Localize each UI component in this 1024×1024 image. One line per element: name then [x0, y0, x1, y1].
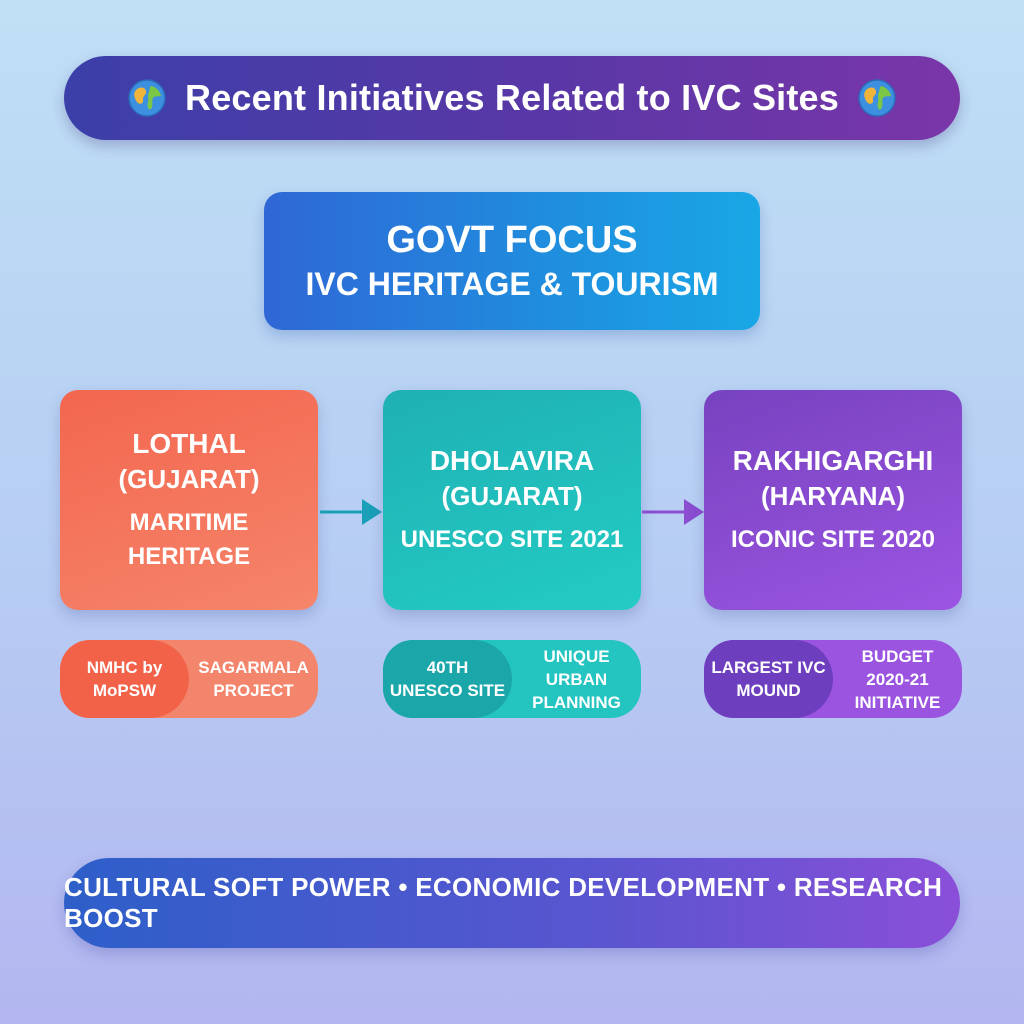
footer-banner: CULTURAL SOFT POWER • ECONOMIC DEVELOPME… [64, 858, 960, 948]
globe-icon [858, 79, 896, 117]
site-card-dholavira: DHOLAVIRA (GUJARAT) UNESCO SITE 2021 [383, 390, 641, 610]
tag-left: 40TH UNESCO SITE [383, 640, 512, 718]
title-banner: Recent Initiatives Related to IVC Sites [64, 56, 960, 140]
focus-subtitle: IVC HERITAGE & TOURISM [305, 266, 719, 302]
tag-pill-lothal: NMHC by MoPSW SAGARMALA PROJECT [60, 640, 318, 718]
site-name: LOTHAL [132, 428, 246, 459]
tag-left: LARGEST IVC MOUND [704, 640, 833, 718]
site-card-lothal: LOTHAL (GUJARAT) MARITIME HERITAGE [60, 390, 318, 610]
site-card-rakhigarhi: RAKHIGARGHI (HARYANA) ICONIC SITE 2020 [704, 390, 962, 610]
site-region: (GUJARAT) [118, 464, 260, 494]
site-name: DHOLAVIRA [429, 445, 595, 476]
tag-right: UNIQUE URBAN PLANNING [532, 646, 621, 712]
tag-pill-rakhigarhi: LARGEST IVC MOUND BUDGET 2020-21 INITIAT… [704, 640, 962, 718]
site-highlight: UNESCO SITE 2021 [400, 526, 624, 553]
tag-pill-dholavira: 40TH UNESCO SITE UNIQUE URBAN PLANNING [383, 640, 641, 718]
site-name: RAKHIGARGHI [732, 445, 934, 476]
site-region: (HARYANA) [761, 481, 905, 511]
page-title: Recent Initiatives Related to IVC Sites [185, 77, 839, 118]
site-highlight: MARITIME HERITAGE [127, 509, 251, 570]
tag-left: NMHC by MoPSW [60, 640, 189, 718]
focus-title: GOVT FOCUS [386, 219, 638, 261]
footer-text: CULTURAL SOFT POWER • ECONOMIC DEVELOPME… [64, 872, 943, 933]
globe-icon [128, 79, 166, 117]
govt-focus-box: GOVT FOCUS IVC HERITAGE & TOURISM [264, 192, 760, 330]
arrow-right-icon [320, 499, 382, 525]
site-highlight: ICONIC SITE 2020 [730, 526, 936, 553]
site-region: (GUJARAT) [441, 481, 583, 511]
tag-right: SAGARMALA PROJECT [198, 658, 309, 700]
tag-right: BUDGET 2020-21 INITIATIVE [854, 646, 941, 712]
arrow-right-icon [642, 499, 704, 525]
